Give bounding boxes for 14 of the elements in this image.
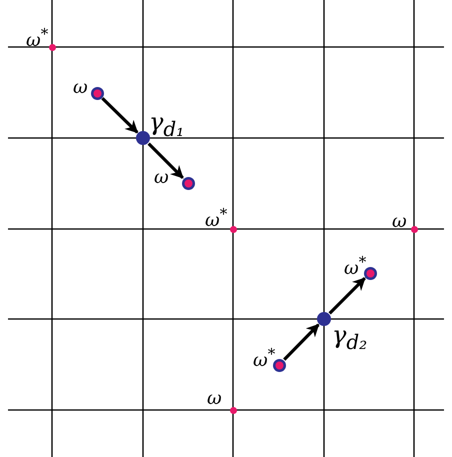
arrow (148, 142, 184, 179)
point-label: ω (154, 169, 169, 187)
point-label: ω$^{*}$ (205, 207, 228, 230)
point-label: ω$^{*}$ (26, 27, 48, 50)
arrow (328, 277, 366, 314)
point-label: γ$_{d₂}$ (332, 323, 368, 352)
point-label: ω (392, 213, 407, 231)
point-label: ω (207, 390, 222, 408)
point-label: ω (73, 79, 88, 97)
point-label: γ$_{d₁}$ (149, 110, 184, 139)
arrow (101, 97, 138, 134)
point-label: ω$^{*}$ (344, 255, 366, 278)
arrow (283, 324, 320, 361)
point-label: ω$^{*}$ (253, 347, 276, 370)
